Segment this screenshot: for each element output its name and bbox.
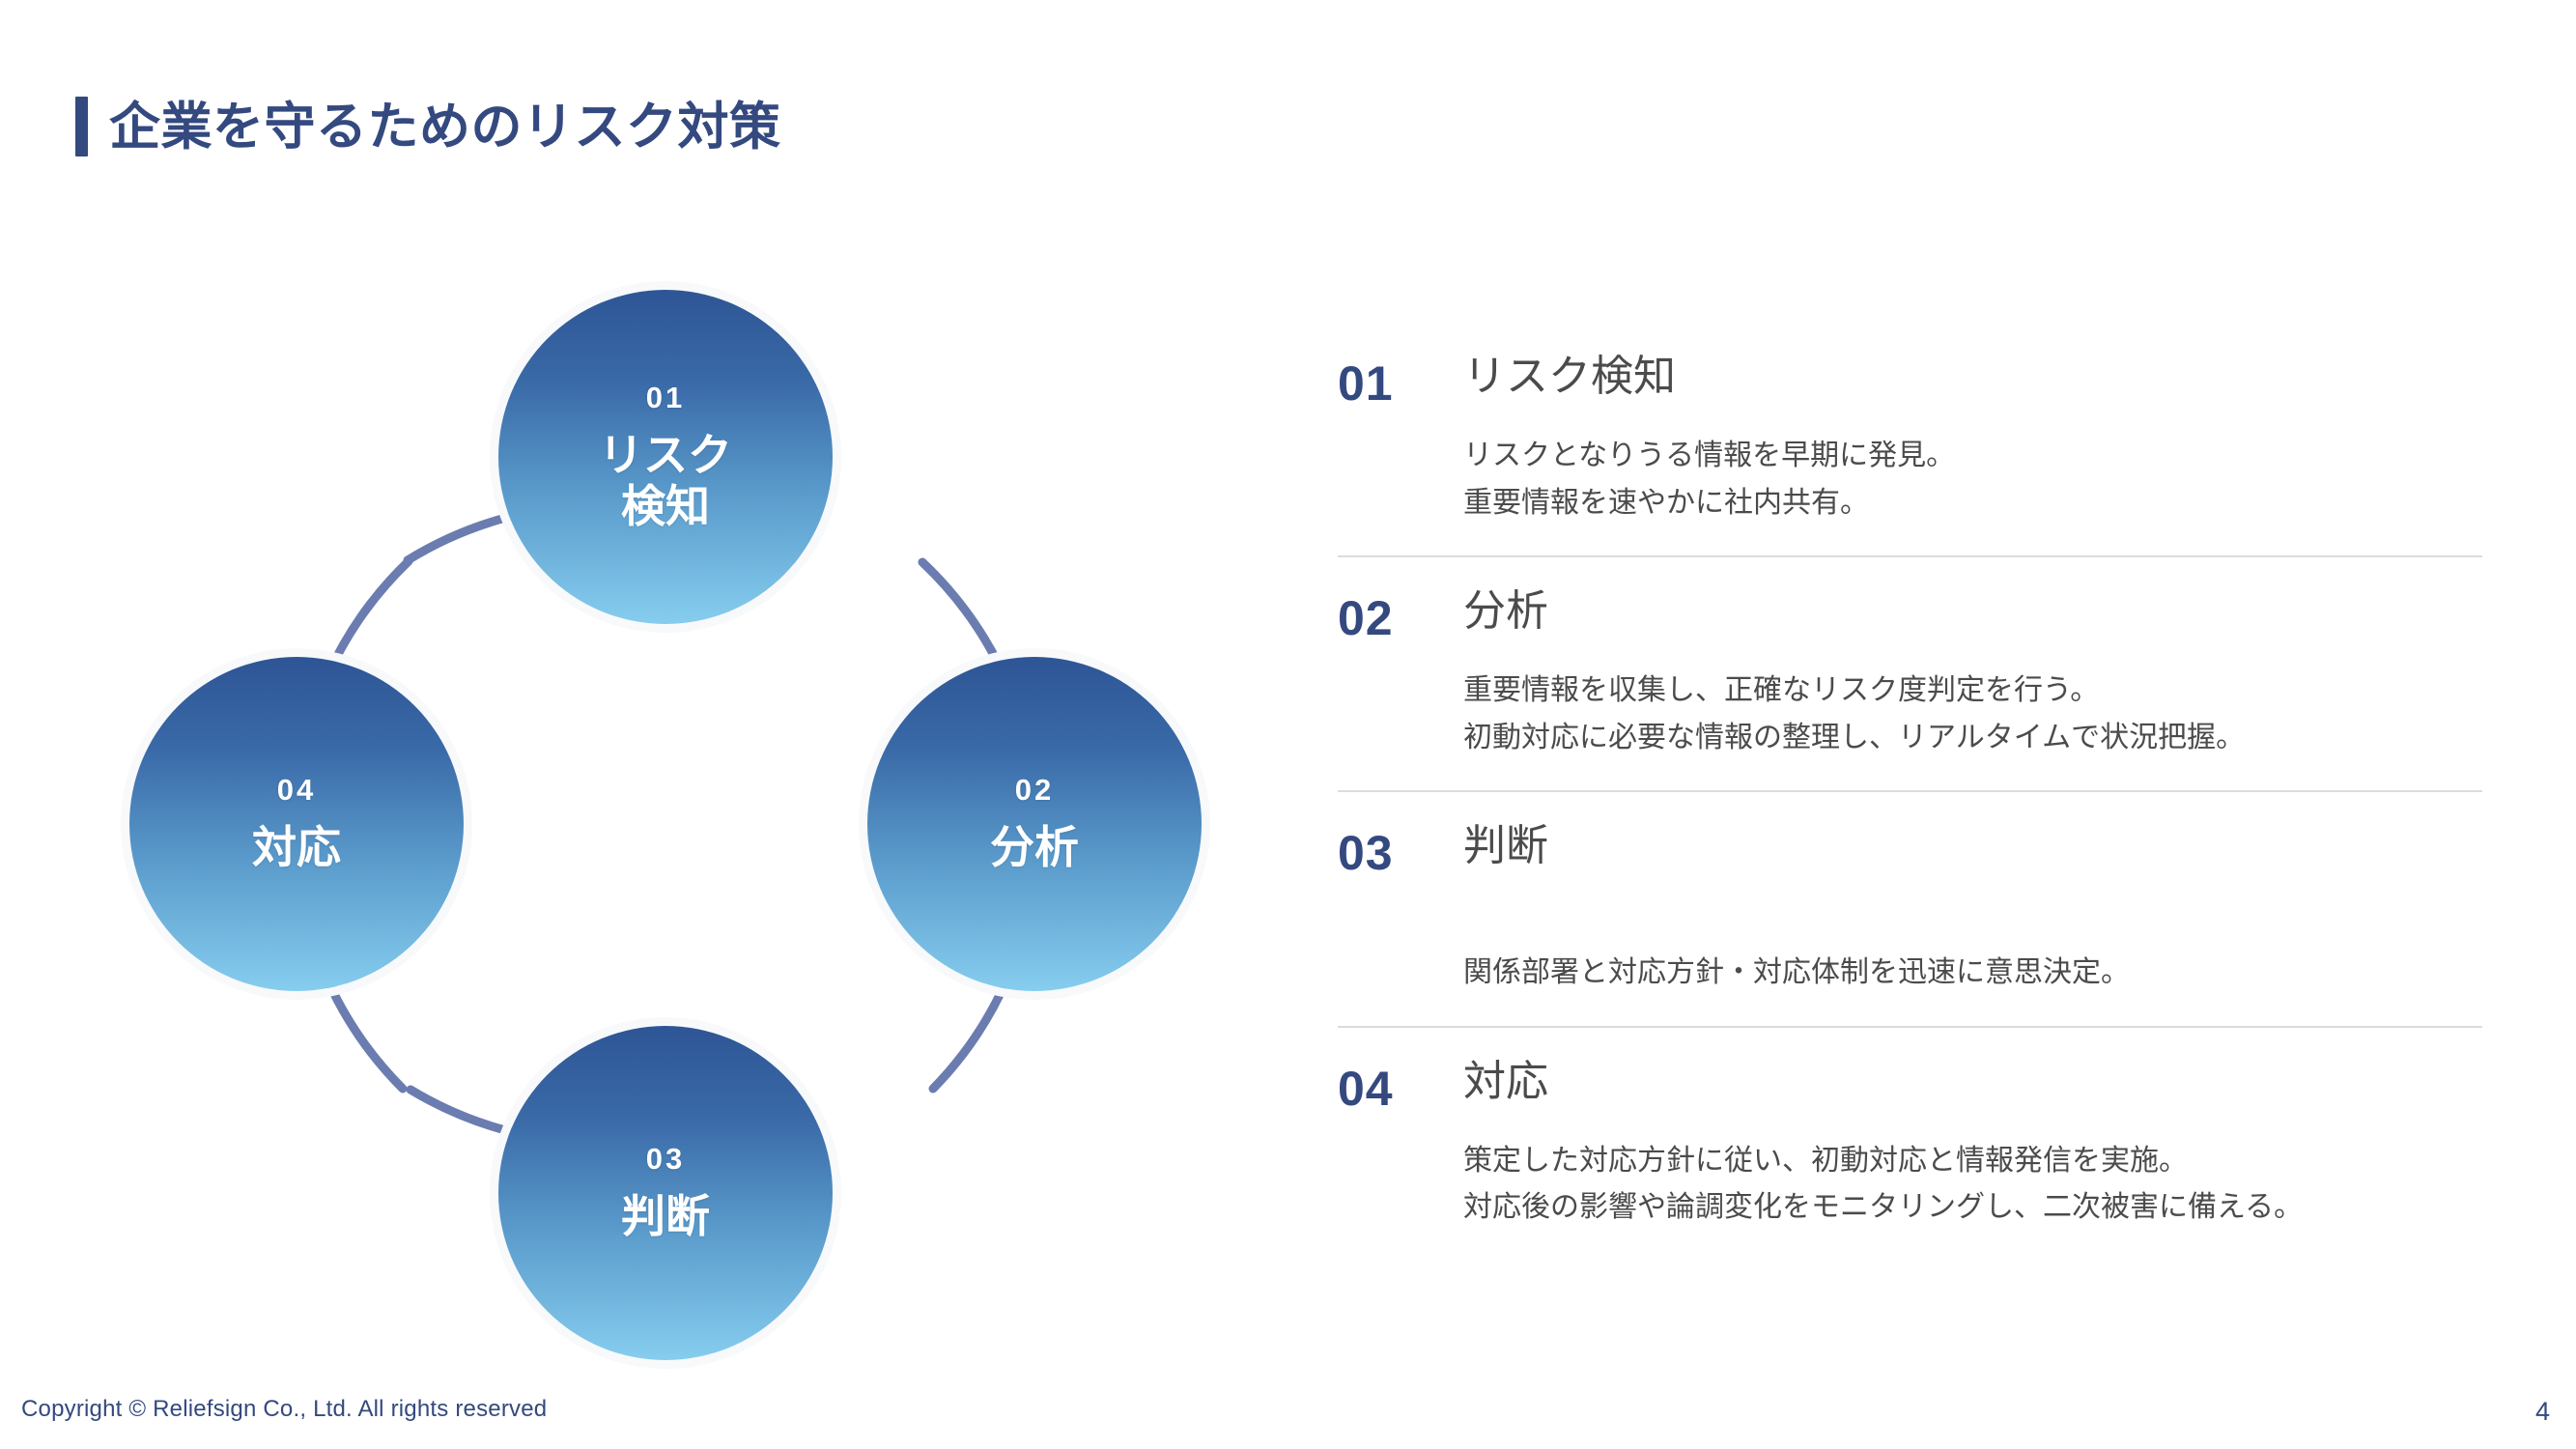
list-item-body: 重要情報を収集し、正確なリスク度判定を行う。 初動対応に必要な情報の整理し、リア… bbox=[1463, 668, 2482, 761]
cycle-node-01[interactable]: 01 リスク 検知 bbox=[498, 290, 833, 624]
list-item[interactable]: 01 リスク検知 リスクとなりうる情報を早期に発見。 重要情報を速やかに社内共有… bbox=[1338, 353, 2482, 558]
list-divider bbox=[1338, 555, 2482, 558]
cycle-node-04-number: 04 bbox=[276, 773, 317, 808]
list-item-body-line: 重要情報を収集し、正確なリスク度判定を行う。 bbox=[1463, 674, 2100, 707]
footer-page-number: 4 bbox=[2534, 1397, 2550, 1426]
list-spacer bbox=[1338, 1028, 2482, 1061]
list-item-title: リスク検知 bbox=[1463, 353, 1676, 400]
title-text: 企業を守るためのリスク対策 bbox=[109, 98, 781, 156]
list-item-title: 判断 bbox=[1463, 822, 1548, 870]
cycle-node-01-label-line1: リスク bbox=[599, 429, 732, 480]
list-item-header: 04 対応 bbox=[1338, 1057, 2482, 1116]
list-item-number: 04 bbox=[1338, 1061, 1394, 1116]
page-title: 企業を守るためのリスク対策 bbox=[75, 97, 781, 156]
list-item-header: 01 リスク検知 bbox=[1338, 353, 2482, 411]
list-item-number: 01 bbox=[1338, 356, 1394, 411]
list-divider bbox=[1338, 1025, 2482, 1028]
list-item-body: 関係部署と対応方針・対応体制を迅速に意思決定。 bbox=[1463, 902, 2482, 996]
list-item-body-line: 初動対応に必要な情報の整理し、リアルタイムで状況把握。 bbox=[1463, 721, 2246, 753]
list-item-header: 03 判断 bbox=[1338, 822, 2482, 881]
list-item-body: 策定した対応方針に従い、初動対応と情報発信を実施。 対応後の影響や論調変化をモニ… bbox=[1463, 1138, 2482, 1232]
list-item-body: リスクとなりうる情報を早期に発見。 重要情報を速やかに社内共有。 bbox=[1463, 433, 2482, 526]
cycle-node-04[interactable]: 04 対応 bbox=[129, 657, 464, 991]
list-item-title: 分析 bbox=[1463, 587, 1548, 636]
cycle-node-01-label-line2: 検知 bbox=[621, 480, 710, 531]
cycle-node-01-number: 01 bbox=[645, 380, 686, 414]
list-item-body-line: 重要情報を速やかに社内共有。 bbox=[1463, 486, 1869, 519]
list-item-title: 対応 bbox=[1463, 1057, 1548, 1105]
list-item[interactable]: 03 判断 関係部署と対応方針・対応体制を迅速に意思決定。 bbox=[1338, 822, 2482, 1028]
cycle-node-03[interactable]: 03 判断 bbox=[498, 1026, 833, 1360]
list-item-body-line bbox=[1463, 902, 2482, 950]
list-item-number: 02 bbox=[1338, 591, 1394, 646]
list-item-number: 03 bbox=[1338, 826, 1394, 881]
list-item-body-line: 関係部署と対応方針・対応体制を迅速に意思決定。 bbox=[1463, 955, 2130, 988]
list-spacer bbox=[1338, 792, 2482, 825]
cycle-node-04-label: 対応 bbox=[252, 822, 341, 873]
list-item-body-line: リスクとなりうる情報を早期に発見。 bbox=[1463, 440, 1956, 471]
list-spacer bbox=[1338, 557, 2482, 590]
list-item-body-line: 策定した対応方針に従い、初動対応と情報発信を実施。 bbox=[1463, 1144, 2188, 1177]
list-item-body-line: 対応後の影響や論調変化をモニタリングし、二次被害に備える。 bbox=[1463, 1191, 2304, 1224]
cycle-node-03-label: 判断 bbox=[621, 1191, 710, 1242]
title-accent-bar bbox=[75, 97, 88, 156]
cycle-node-02[interactable]: 02 分析 bbox=[867, 657, 1202, 991]
list-item[interactable]: 04 対応 策定した対応方針に従い、初動対応と情報発信を実施。 対応後の影響や論… bbox=[1338, 1057, 2482, 1232]
cycle-diagram: 01 リスク 検知 02 分析 03 判断 04 対応 bbox=[97, 242, 1256, 1360]
list-item[interactable]: 02 分析 重要情報を収集し、正確なリスク度判定を行う。 初動対応に必要な情報の… bbox=[1338, 587, 2482, 793]
cycle-node-02-label: 分析 bbox=[990, 822, 1079, 873]
cycle-node-03-number: 03 bbox=[645, 1142, 686, 1177]
footer-copyright: Copyright © Reliefsign Co., Ltd. All rig… bbox=[21, 1396, 548, 1422]
list-item-header: 02 分析 bbox=[1338, 587, 2482, 646]
cycle-node-02-number: 02 bbox=[1014, 773, 1055, 808]
cycle-node-01-label: リスク 検知 bbox=[599, 430, 732, 532]
steps-list: 01 リスク検知 リスクとなりうる情報を早期に発見。 重要情報を速やかに社内共有… bbox=[1338, 355, 2482, 1232]
list-divider bbox=[1338, 790, 2482, 793]
